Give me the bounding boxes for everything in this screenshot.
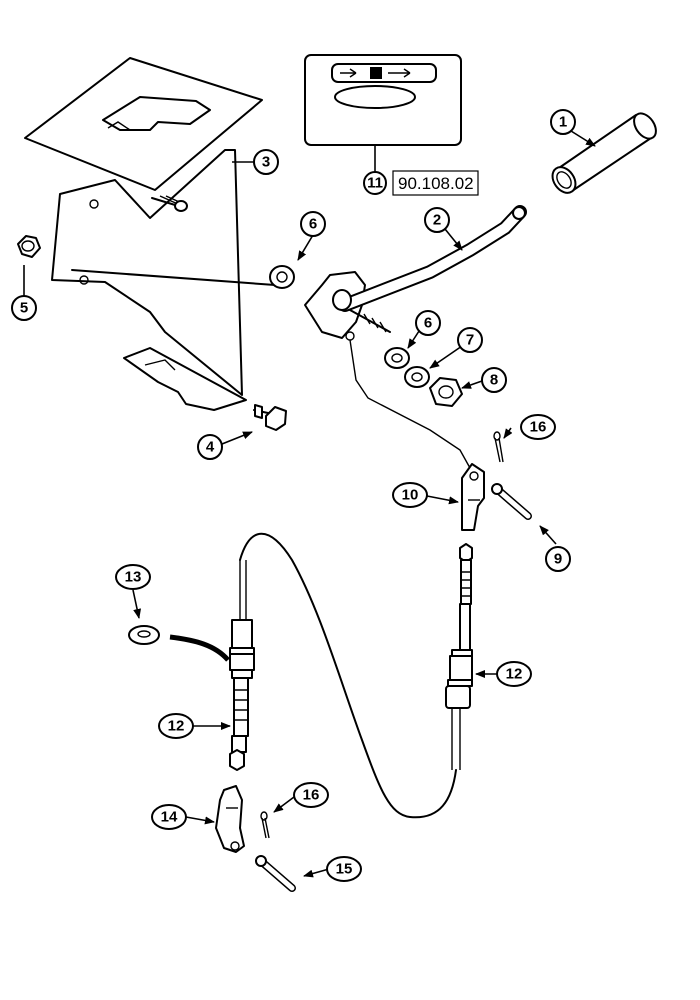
cable-loop [239,532,457,819]
svg-text:15: 15 [336,861,353,878]
svg-text:6: 6 [309,216,317,233]
svg-text:9: 9 [554,551,562,568]
svg-text:12: 12 [506,666,523,683]
callout-1: 1 [550,109,576,135]
callout-12-right: 12 [496,661,532,687]
hose-bend [169,634,230,662]
svg-text:3: 3 [262,154,270,171]
decal-inset [304,54,462,146]
callout-5: 5 [11,295,37,321]
figure-reference: 90.108.02 [392,170,479,196]
svg-text:14: 14 [161,809,178,826]
svg-text:6: 6 [424,315,432,332]
pedal-bracket [24,57,276,411]
nut-8 [429,377,463,407]
svg-text:4: 4 [206,439,215,456]
washer-6-upper [269,265,295,289]
yoke-10 [461,463,485,531]
cable-12-right [445,543,473,770]
cable-12-left [229,560,255,771]
svg-text:16: 16 [530,419,547,436]
washer-13 [128,625,160,645]
washer-6-lower [384,347,410,369]
svg-text:13: 13 [125,569,142,586]
bolt-4 [253,404,287,431]
pin-15 [255,855,296,892]
svg-text:1: 1 [559,114,567,131]
svg-text:12: 12 [168,718,185,735]
svg-text:16: 16 [303,787,320,804]
callout-16-upper: 16 [520,414,556,440]
cotter-pin-16-lower [260,811,270,839]
callout-11: 11 [363,171,387,195]
svg-text:8: 8 [490,372,498,389]
svg-text:2: 2 [433,212,441,229]
washer-7 [404,366,430,388]
svg-text:7: 7 [466,332,474,349]
callout-3: 3 [253,149,279,175]
callout-6-lower: 6 [415,310,441,336]
lever-2 [304,205,527,469]
nut-5 [17,235,41,258]
callout-13: 13 [115,564,151,590]
cotter-pin-16-upper [493,431,504,463]
pin-9 [491,483,532,520]
handle-grip-1 [551,112,657,194]
callout-4: 4 [197,434,223,460]
callout-7: 7 [457,327,483,353]
svg-text:11: 11 [367,175,383,192]
callout-14: 14 [151,804,187,830]
callout-8: 8 [481,367,507,393]
callout-6-upper: 6 [300,211,326,237]
callout-9: 9 [545,546,571,572]
callout-16-lower: 16 [293,782,329,808]
svg-text:90.108.02: 90.108.02 [398,174,474,193]
callout-15: 15 [326,856,362,882]
callout-2: 2 [424,207,450,233]
callout-12-left: 12 [158,713,194,739]
yoke-14 [215,785,245,853]
callout-10: 10 [392,482,428,508]
svg-text:5: 5 [20,300,28,317]
svg-text:10: 10 [402,487,419,504]
